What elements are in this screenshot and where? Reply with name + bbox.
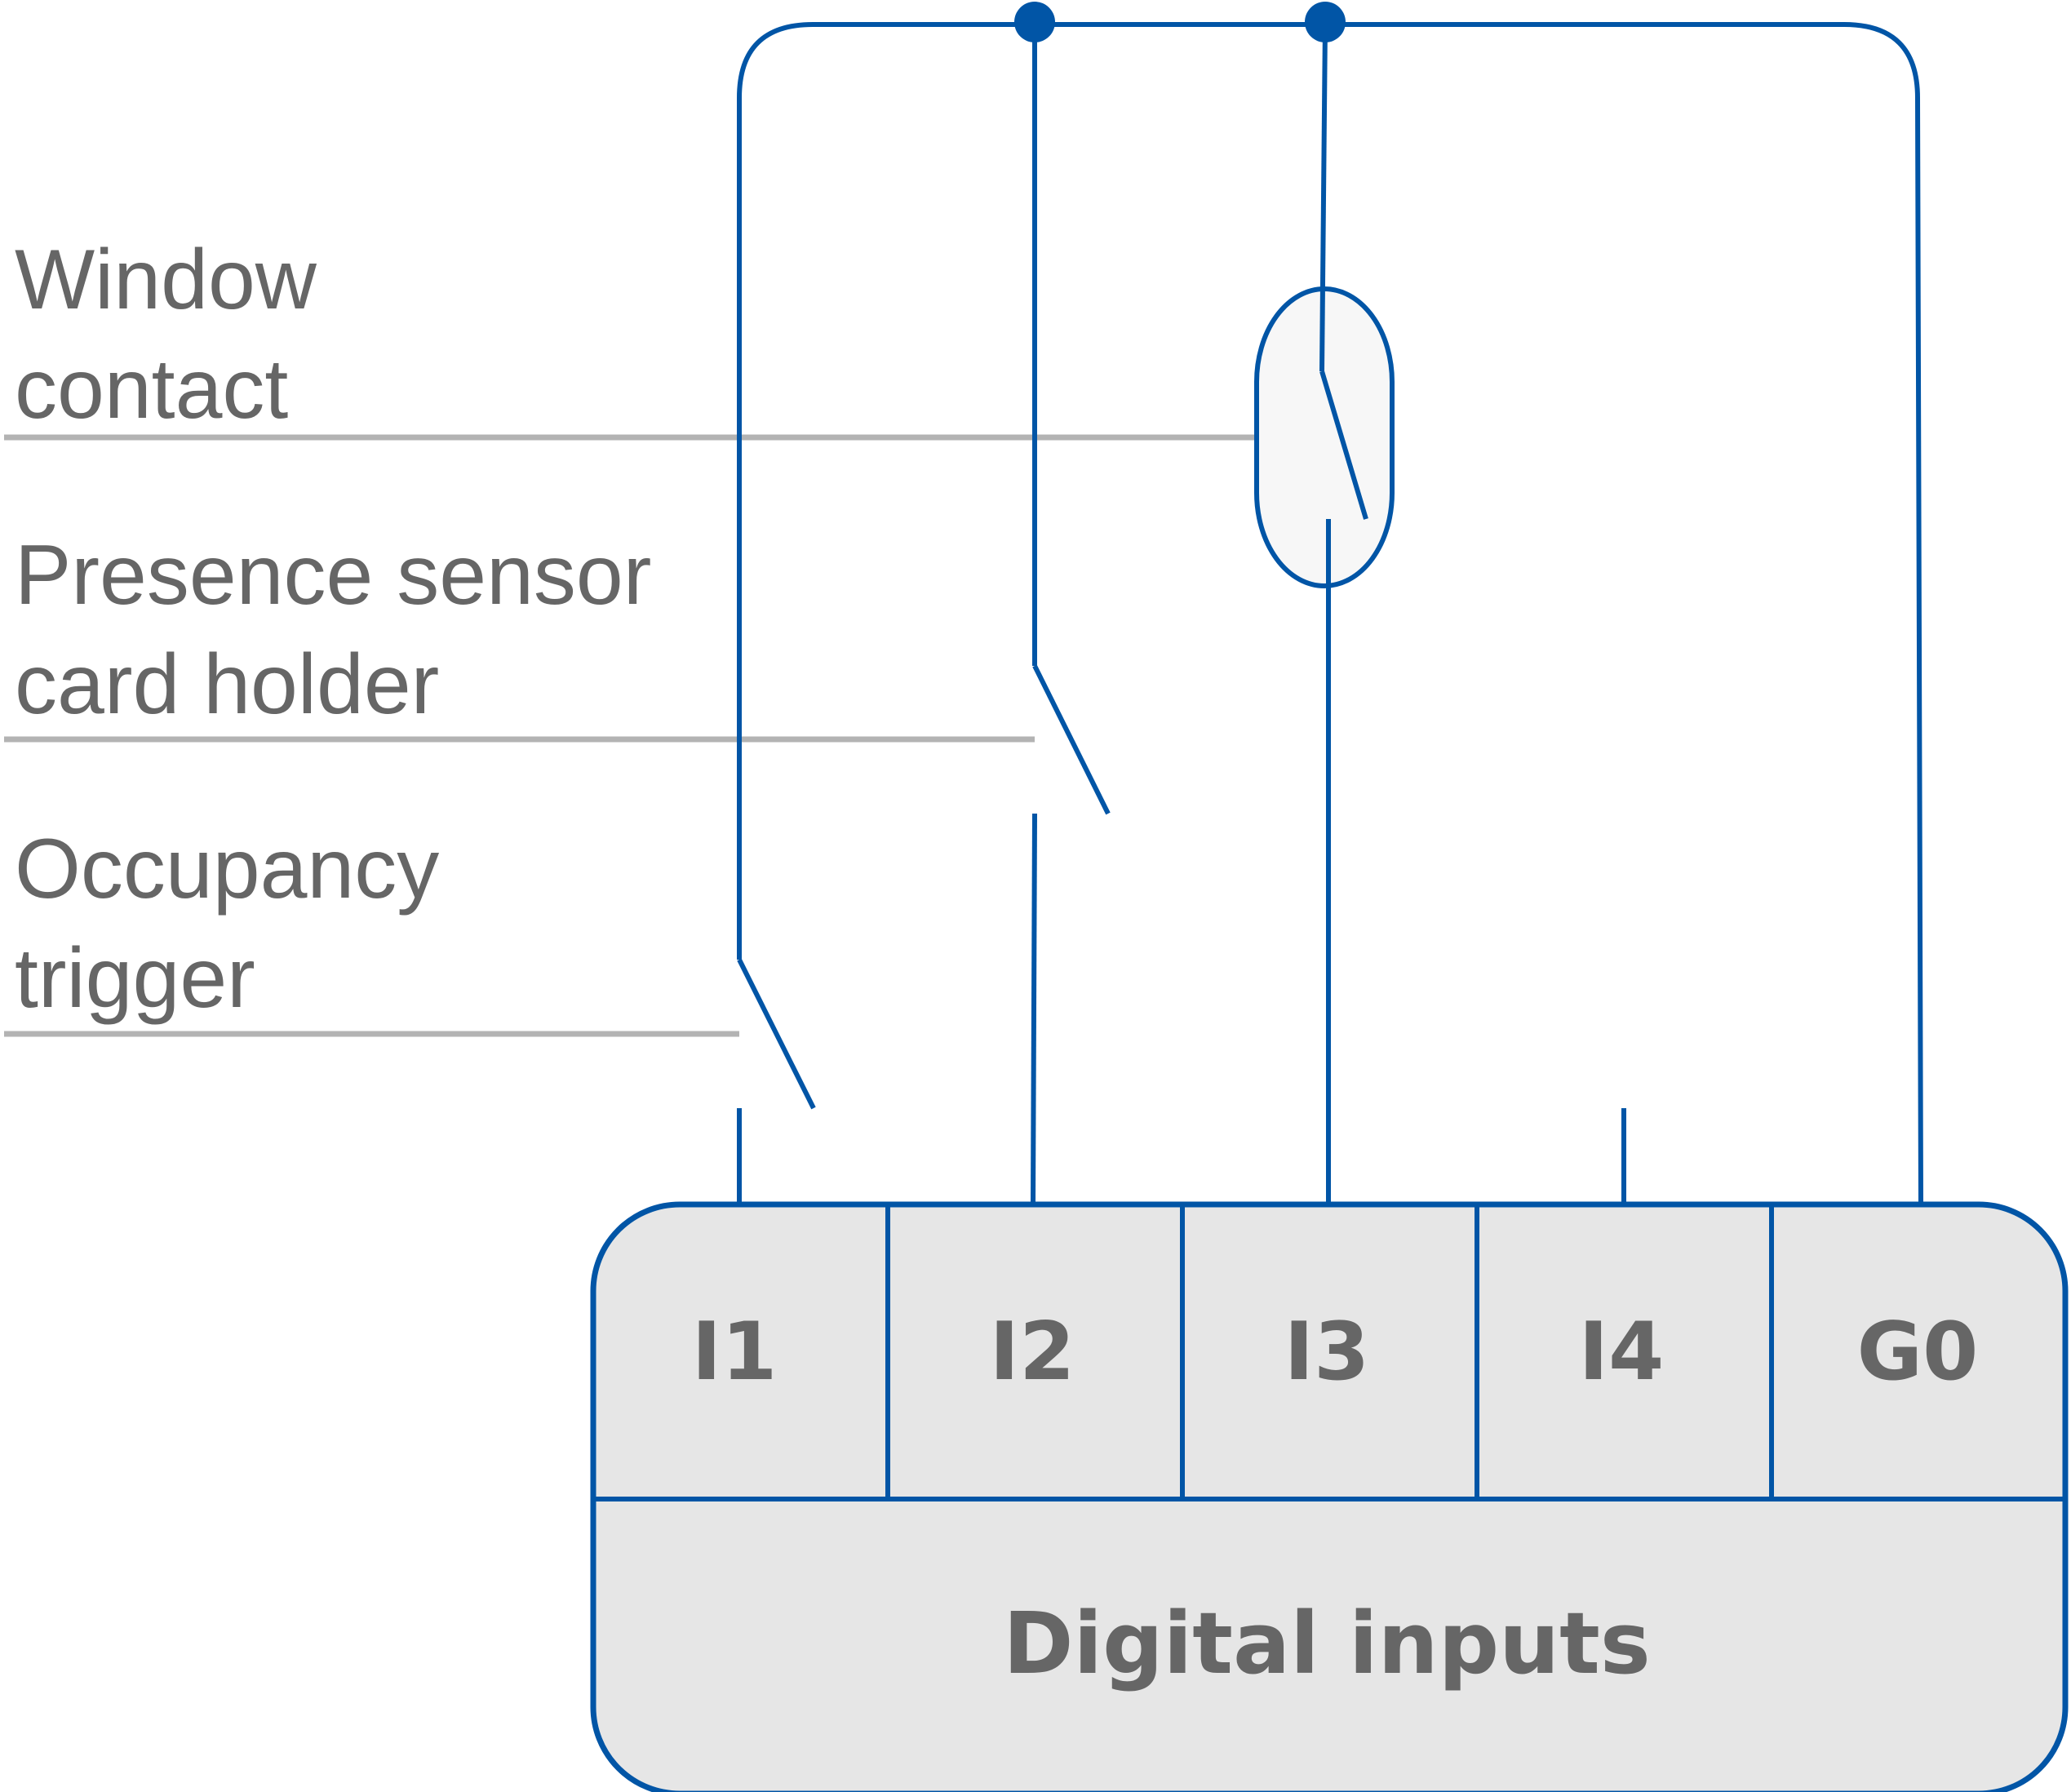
terminal-i4-label: I4 bbox=[1579, 1306, 1665, 1399]
occupancy-trigger-label: Occupancy trigger bbox=[15, 822, 463, 1026]
presence-switch-contact bbox=[1031, 813, 1037, 1203]
window-contact-label-line1: Window bbox=[15, 233, 317, 327]
presence-sensor-label-line2: card holder bbox=[15, 637, 439, 732]
reed-switch-blade bbox=[1319, 370, 1368, 520]
occupancy-trigger-label-line2: trigger bbox=[15, 931, 255, 1026]
window-contact-label-line2: contact bbox=[15, 342, 288, 437]
terminal-i1-label: I1 bbox=[692, 1306, 778, 1399]
terminal-g0-label: G0 bbox=[1857, 1306, 1979, 1399]
occupancy-trigger-label-line1: Occupancy bbox=[15, 822, 439, 916]
window-contact-label: Window contact bbox=[15, 233, 340, 437]
junction-dot bbox=[1305, 2, 1346, 42]
terminal-i3-label: I3 bbox=[1284, 1306, 1370, 1399]
occupancy-switch-arm bbox=[737, 958, 816, 1110]
reed-switch-wire-top bbox=[1319, 24, 1328, 372]
junction-dot bbox=[1014, 2, 1055, 42]
presence-sensor-label-line1: Presence sensor bbox=[15, 528, 651, 623]
digital-inputs-title: Digital inputs bbox=[1003, 1594, 1651, 1693]
terminal-i2-label: I2 bbox=[990, 1306, 1075, 1399]
presence-switch-arm bbox=[1032, 664, 1111, 815]
presence-sensor-label: Presence sensor card holder bbox=[15, 528, 675, 732]
